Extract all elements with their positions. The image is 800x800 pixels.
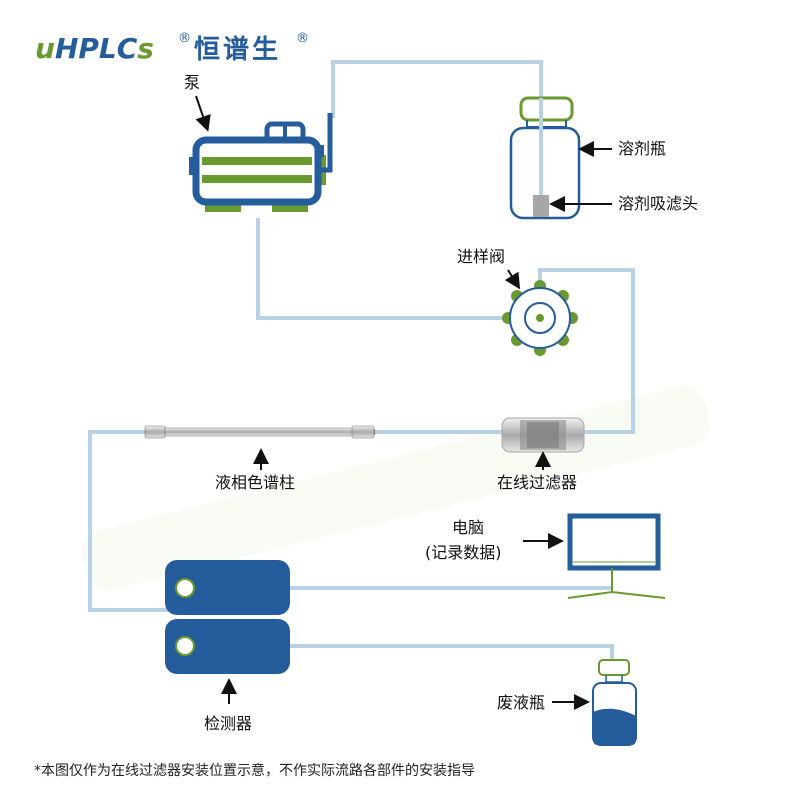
waste-bottle-label: 废液瓶 — [497, 693, 545, 712]
column — [144, 425, 376, 439]
logo-reg: ® — [178, 31, 191, 46]
solvent-filter-head — [533, 195, 549, 217]
solvent-bottle — [509, 96, 581, 220]
injection-valve-label: 进样阀 — [457, 247, 505, 266]
logo-latin: uHPLCs — [35, 32, 154, 65]
waste-bottle — [592, 659, 637, 746]
pump — [189, 113, 333, 212]
logo-reg2: ® — [296, 31, 309, 46]
logo: uHPLCs ® 恒谱生 ® — [35, 31, 309, 65]
solvent-filter-label: 溶剂吸滤头 — [618, 194, 698, 213]
detector-label: 检测器 — [204, 714, 252, 733]
solvent-bottle-label: 溶剂瓶 — [618, 139, 666, 158]
computer-monitor — [567, 513, 666, 599]
inline-filter — [501, 417, 585, 453]
footnote: *本图仅作为在线过滤器安装位置示意，不作实际流路各部件的安装指导 — [34, 762, 475, 779]
logo-cn: 恒谱生 — [194, 34, 281, 65]
computer-sublabel: (记录数据) — [425, 543, 502, 562]
detector — [165, 560, 290, 674]
injection-valve — [502, 280, 578, 356]
inline-filter-label: 在线过滤器 — [497, 473, 577, 492]
computer-label: 电脑 — [452, 518, 484, 537]
column-label: 液相色谱柱 — [215, 473, 295, 492]
pump-label: 泵 — [184, 73, 200, 92]
